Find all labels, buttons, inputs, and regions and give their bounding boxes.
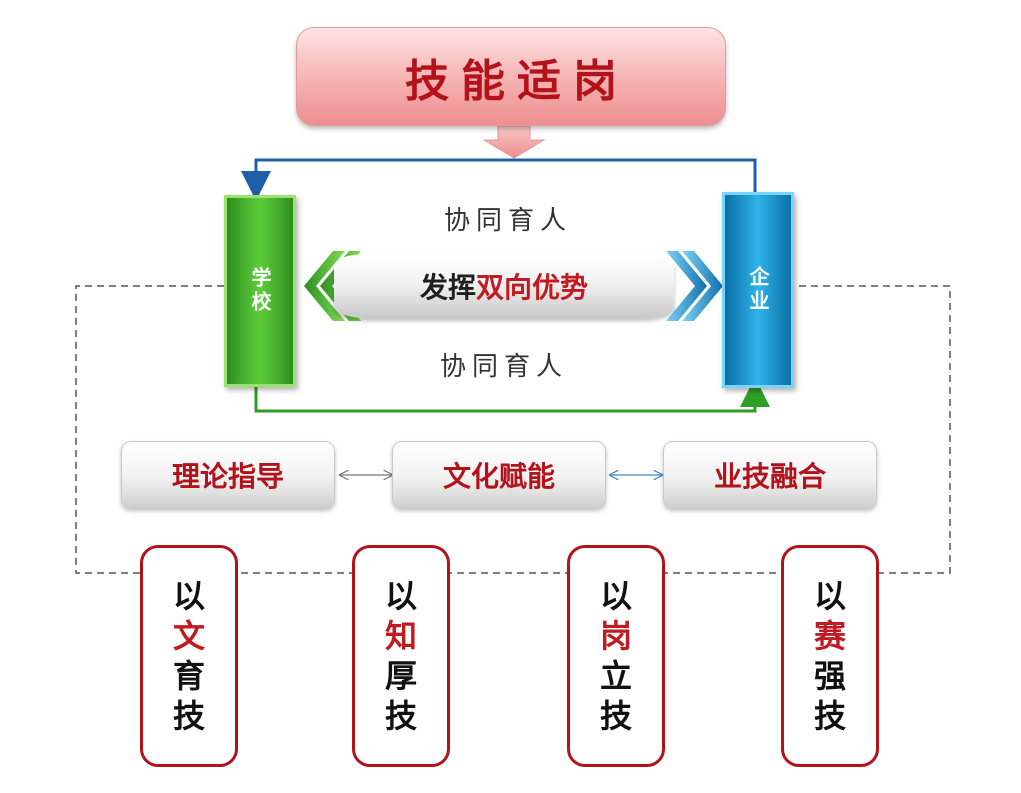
blue-flow-arrow [241,158,757,201]
right-chevron-icon [666,251,723,321]
bottom-box-knowledge: 以 知 厚 技 [352,545,450,767]
bottom-char: 以 [599,577,632,615]
enterprise-label: 企业 [746,266,770,314]
bottom-box-culture: 以 文 育 技 [140,545,238,767]
center-banner: 发挥双向优势 [334,254,674,318]
bottom-char-highlight: 知 [384,617,417,655]
bottom-char-highlight: 赛 [813,617,846,655]
bottom-char: 育 [172,657,205,695]
coop-label-top: 协同育人 [444,206,573,236]
bottom-char: 以 [384,577,417,615]
dashed-frame [75,285,951,574]
enterprise-column: 企业 [722,192,794,388]
bottom-char: 以 [813,577,846,615]
bottom-char: 强 [813,657,846,695]
culture-empower-box: 文化赋能 [392,441,606,509]
green-flow-arrow [254,377,770,413]
bottom-char: 厚 [384,657,417,695]
bottom-char: 技 [599,697,632,735]
bottom-char: 技 [813,697,846,735]
bottom-char: 立 [599,657,632,695]
bottom-char-highlight: 文 [172,617,205,655]
coop-label-bottom: 协同育人 [440,352,569,382]
bottom-char: 技 [384,697,417,735]
school-column: 学校 [224,195,296,387]
industry-skill-label: 业技融合 [713,460,826,493]
top-title-box: 技能适岗 [296,27,726,126]
school-label: 学校 [248,267,272,315]
industry-skill-box: 业技融合 [663,441,877,509]
culture-empower-label: 文化赋能 [442,460,555,493]
center-text-left: 发挥 [419,271,476,304]
bottom-char: 技 [172,697,205,735]
bottom-box-post: 以 岗 立 技 [567,545,665,767]
top-title: 技能适岗 [405,55,629,107]
bottom-box-competition: 以 赛 强 技 [781,545,879,767]
down-arrow-icon [482,125,546,159]
bottom-char-highlight: 岗 [599,617,632,655]
theory-guidance-box: 理论指导 [121,441,335,509]
center-text-right: 双向优势 [476,271,589,304]
bottom-char: 以 [172,577,205,615]
theory-guidance-label: 理论指导 [171,460,284,493]
